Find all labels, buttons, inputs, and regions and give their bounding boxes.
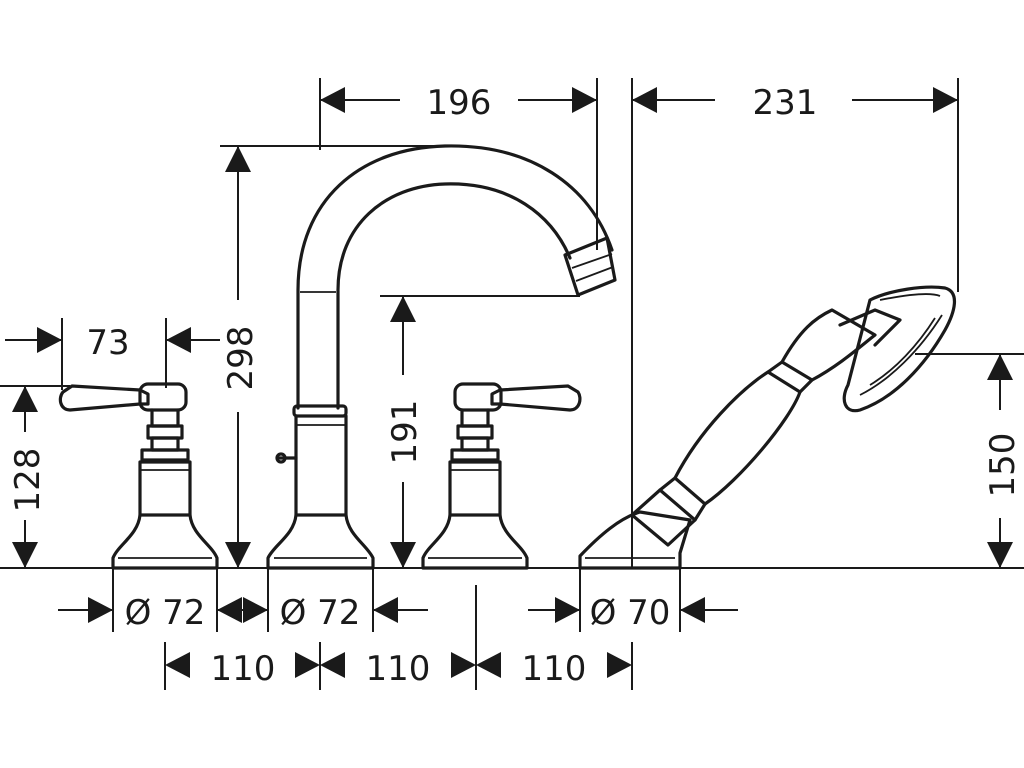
dim-dia-spout-label: Ø 72 [280, 593, 361, 633]
dim-dia-holder-label: Ø 70 [590, 593, 671, 633]
spout [266, 144, 617, 570]
dim-spacing-1-label: 110 [211, 649, 276, 689]
dim-150: 150 [915, 353, 1024, 568]
right-valve [421, 382, 582, 570]
dim-73-label: 73 [86, 323, 129, 363]
dim-spacing-3-label: 110 [522, 649, 587, 689]
dim-dia-left-label: Ø 72 [125, 593, 206, 633]
dim-231-label: 231 [753, 83, 818, 123]
dim-298: 298 [220, 145, 445, 568]
dim-196-label: 196 [427, 83, 492, 123]
dim-spacing: 110 110 110 [164, 585, 633, 690]
dim-128: 128 [0, 385, 70, 568]
dim-dia-holder: Ø 70 [528, 568, 738, 633]
dim-196: 196 [319, 78, 598, 250]
dim-191-label: 191 [385, 400, 425, 465]
dim-191: 191 [380, 295, 580, 568]
dim-73: 73 [5, 318, 220, 390]
dim-231: 231 [631, 78, 959, 568]
dim-298-label: 298 [221, 326, 261, 391]
dim-spacing-2-label: 110 [366, 649, 431, 689]
dim-dia-spout: Ø 72 [217, 568, 428, 633]
left-valve [58, 382, 219, 570]
dim-dia-left: Ø 72 [58, 568, 242, 633]
hand-shower [578, 285, 956, 570]
dim-128-label: 128 [8, 448, 48, 513]
dim-150-label: 150 [983, 433, 1023, 498]
